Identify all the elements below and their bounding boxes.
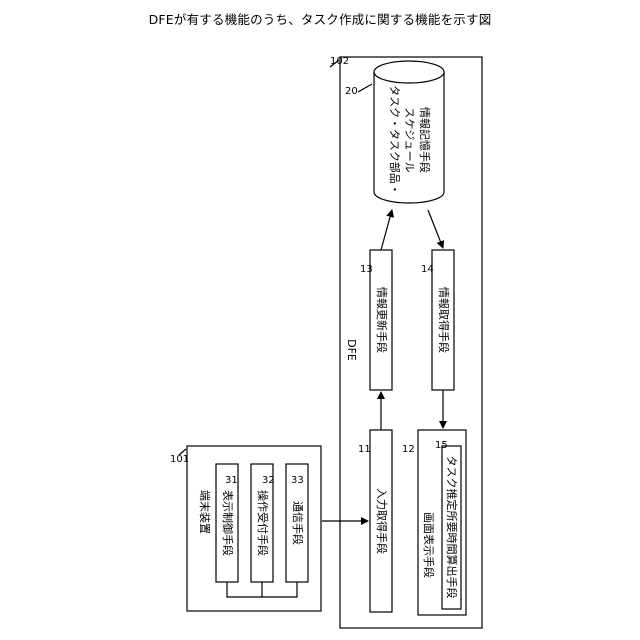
terminal-device-label: 端末装置 [198, 490, 212, 534]
communication-label: 通信手段 [291, 501, 305, 545]
info-acquire-label: 情報取得手段 [437, 287, 451, 353]
display-control-ref: 31 [225, 475, 238, 486]
storage-label-line2: スケジュール [403, 107, 416, 172]
storage-label-line1: タスク・タスク部品・ [388, 85, 402, 195]
info-update-ref: 13 [360, 264, 373, 275]
storage-ref: 20 [345, 86, 358, 97]
input-acquire-label: 入力取得手段 [375, 488, 389, 554]
operation-accept-ref: 32 [262, 475, 275, 486]
time-calc-label: タスク推定所要時間算出手段 [445, 456, 459, 599]
info-acquire-ref: 14 [421, 264, 434, 275]
terminal-ref-label: 101 [170, 454, 189, 465]
display-control-label: 表示制御手段 [221, 490, 235, 556]
communication-ref: 33 [291, 475, 304, 486]
storage-cylinder-top [374, 61, 444, 83]
storage-label-line3: 情報記憶手段 [418, 107, 432, 173]
input-acquire-ref: 11 [358, 444, 371, 455]
screen-display-label: 画面表示手段 [422, 512, 436, 578]
screen-display-ref: 12 [402, 444, 415, 455]
info-update-label: 情報更新手段 [375, 287, 389, 353]
dfe-label: DFE [345, 339, 358, 361]
time-calc-ref: 15 [435, 440, 448, 451]
operation-accept-label: 操作受付手段 [256, 490, 270, 556]
